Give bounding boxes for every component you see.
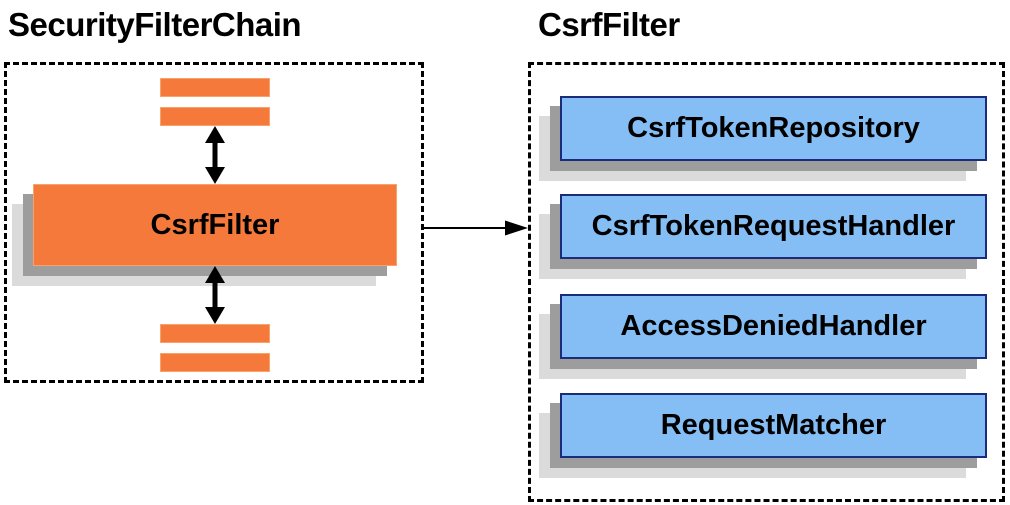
- csrf-filter-detail-panel: [528, 62, 1005, 502]
- filter-bar-top-2: [160, 107, 270, 126]
- left-panel-title: SecurityFilterChain: [8, 6, 302, 43]
- access-denied-handler-label: AccessDeniedHandler: [560, 294, 987, 359]
- double-arrow-top: [205, 126, 225, 184]
- security-filter-chain-panel: [4, 62, 424, 383]
- filter-bar-bottom-2: [160, 353, 270, 372]
- request-matcher-box: RequestMatcher: [539, 393, 987, 478]
- csrf-filter-box-label: CsrfFilter: [33, 184, 397, 266]
- access-denied-handler-box: AccessDeniedHandler: [539, 294, 987, 379]
- csrf-token-request-handler-label: CsrfTokenRequestHandler: [560, 194, 987, 259]
- arrow-to-csrf-filter-detail: [424, 220, 528, 236]
- csrf-token-repository-box: CsrfTokenRepository: [539, 96, 987, 181]
- right-panel-title: CsrfFilter: [538, 6, 680, 43]
- csrf-token-request-handler-box: CsrfTokenRequestHandler: [539, 194, 987, 279]
- csrf-filter-box: CsrfFilter: [12, 184, 397, 286]
- request-matcher-label: RequestMatcher: [560, 393, 987, 458]
- filter-bar-bottom-1: [160, 324, 270, 343]
- csrf-token-repository-label: CsrfTokenRepository: [560, 96, 987, 161]
- filter-bar-top-1: [160, 78, 270, 97]
- double-arrow-bottom: [205, 266, 225, 324]
